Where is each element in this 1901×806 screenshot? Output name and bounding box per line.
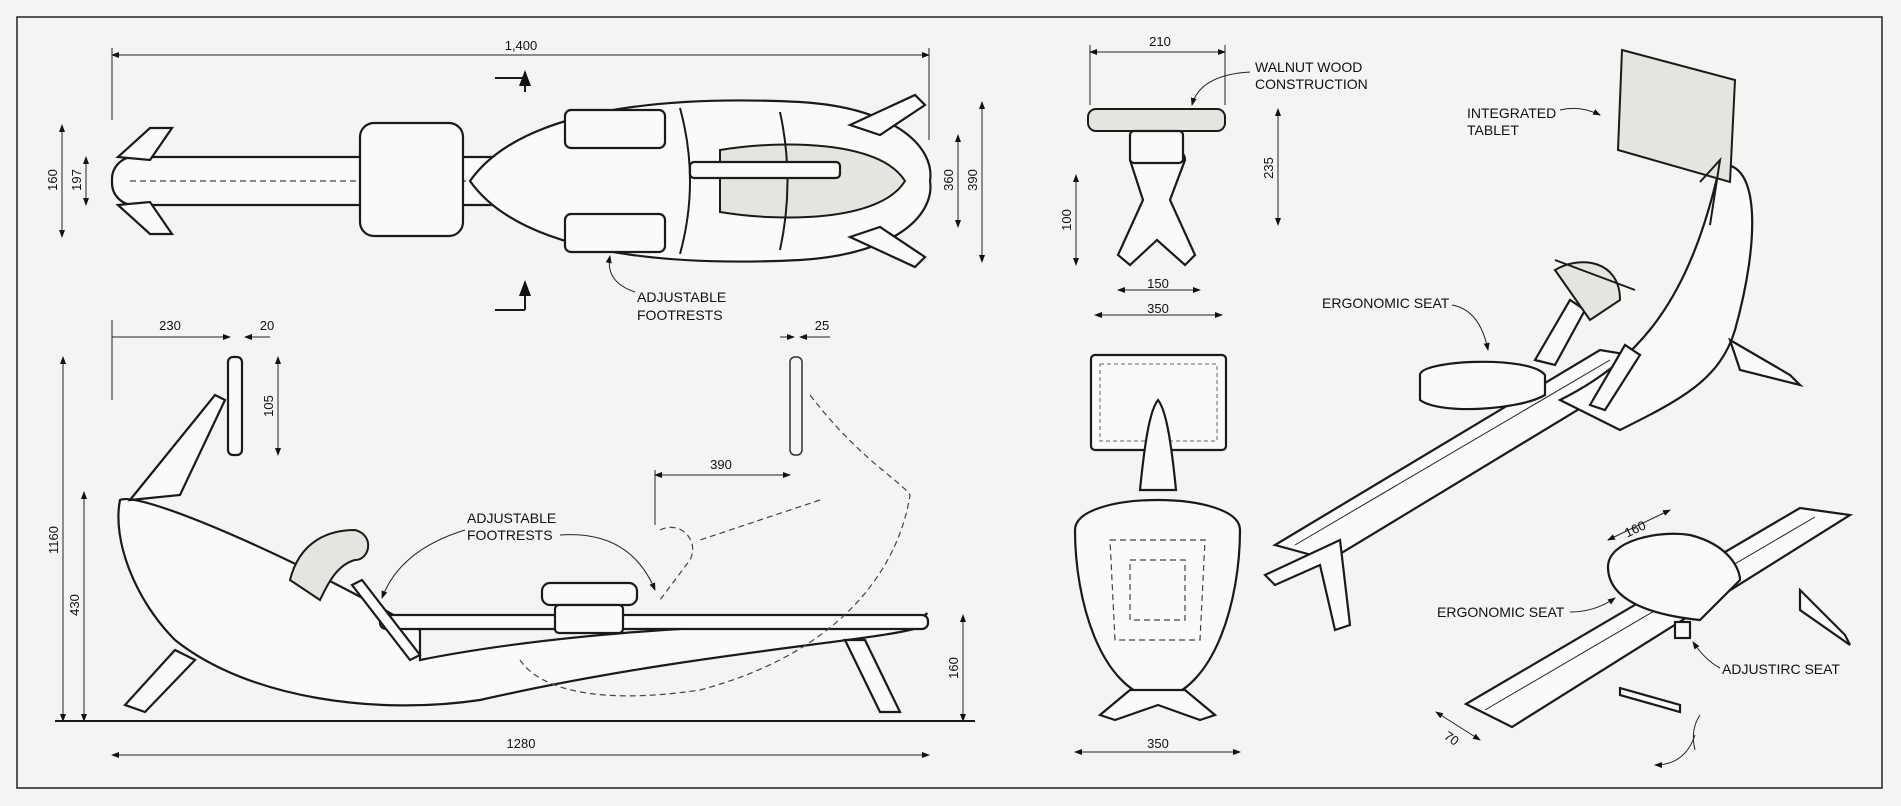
- side-rail: [378, 613, 930, 631]
- dim-length: 1280: [507, 736, 536, 751]
- dim-tablet-height: 105: [261, 395, 276, 417]
- iso-seat: [1418, 360, 1547, 411]
- dim-tablet-thickness: 20: [260, 318, 274, 333]
- side-seat: [540, 581, 639, 607]
- footrest-right: [563, 212, 667, 254]
- iso-view: INTEGRATED TABLET ERGONOMIC SEAT: [1263, 48, 1804, 632]
- detail-adjust-label: ADJUSTIRC SEAT: [1722, 661, 1840, 677]
- seat-detail-view: 160 70 ERGONOMIC SEAT ADJUSTIRC SEAT: [1435, 506, 1854, 768]
- dim-width-c: 360: [941, 169, 956, 191]
- iso-tablet: [1616, 48, 1737, 184]
- dim-travel: 390: [710, 457, 732, 472]
- ghost-tablet: [789, 356, 803, 456]
- iso-seat-label: ERGONOMIC SEAT: [1322, 295, 1450, 311]
- dim-rail-width: 70: [1441, 728, 1461, 749]
- dim-width-d: 390: [965, 169, 980, 191]
- dim-tablet-offset: 230: [159, 318, 181, 333]
- dim-overall-length: 1,400: [505, 38, 538, 53]
- walnut-label-2: CONSTRUCTION: [1255, 76, 1368, 92]
- top-footrest-label-2: FOOTRESTS: [637, 307, 723, 323]
- detail-seat-label: ERGONOMIC SEAT: [1437, 604, 1565, 620]
- dim-base-width: 350: [1147, 301, 1169, 316]
- front-feet: [847, 93, 927, 269]
- dim-width-a: 160: [45, 169, 60, 191]
- rear-view: 350: [1073, 353, 1242, 755]
- detail-seat: [1606, 532, 1742, 622]
- dim-seat-height: 235: [1261, 157, 1276, 179]
- tablet-side: [226, 355, 244, 457]
- tablet-arm: [127, 393, 227, 502]
- detail-leg: [1798, 587, 1851, 646]
- sheet-border: [16, 16, 1883, 789]
- side-legs: [123, 638, 902, 714]
- top-view: 1,400 160 197 360 390 ADJUSTABLE FOOTRES…: [45, 38, 985, 323]
- rear-base: [1097, 688, 1218, 722]
- front-view: 210 235 100 150 350 WALNUT WOOD CONSTRUC…: [1059, 34, 1368, 318]
- dim-width-b: 197: [69, 169, 84, 191]
- dim-base-inner: 150: [1147, 276, 1169, 291]
- iso-hull: [1557, 163, 1754, 432]
- tablet-label-2: TABLET: [1467, 122, 1519, 138]
- seat: [358, 121, 465, 238]
- side-handle: [288, 528, 370, 602]
- side-footrest: [350, 578, 422, 662]
- side-footrest-label-1: ADJUSTABLE: [467, 510, 556, 526]
- dim-base-height: 100: [1059, 209, 1074, 231]
- dim-rear-width: 350: [1147, 736, 1169, 751]
- footrest-left: [563, 108, 667, 150]
- dim-rail-height: 160: [946, 657, 961, 679]
- rear-feet: [115, 126, 175, 236]
- side-footrest-label-2: FOOTRESTS: [467, 527, 553, 543]
- rear-arm: [1138, 398, 1178, 492]
- dim-seat-width: 210: [1149, 34, 1171, 49]
- rear-hull: [1073, 498, 1242, 702]
- handle: [688, 160, 842, 180]
- detail-footbar: [1618, 686, 1682, 714]
- front-seat: [1087, 108, 1226, 132]
- iso-front-leg: [1728, 337, 1804, 388]
- dim-ghost-tablet-thickness: 25: [815, 318, 829, 333]
- dim-overall-height: 1160: [46, 526, 61, 554]
- walnut-label-1: WALNUT WOOD: [1255, 59, 1362, 75]
- top-footrest-label-1: ADJUSTABLE: [637, 289, 726, 305]
- dim-frame-height: 430: [67, 594, 82, 616]
- side-view: 230 20 105 25 390 1160 430 160 1280 ADJU…: [46, 318, 975, 758]
- iso-rear-leg: [1263, 538, 1352, 632]
- tablet-label-1: INTEGRATED: [1467, 105, 1556, 121]
